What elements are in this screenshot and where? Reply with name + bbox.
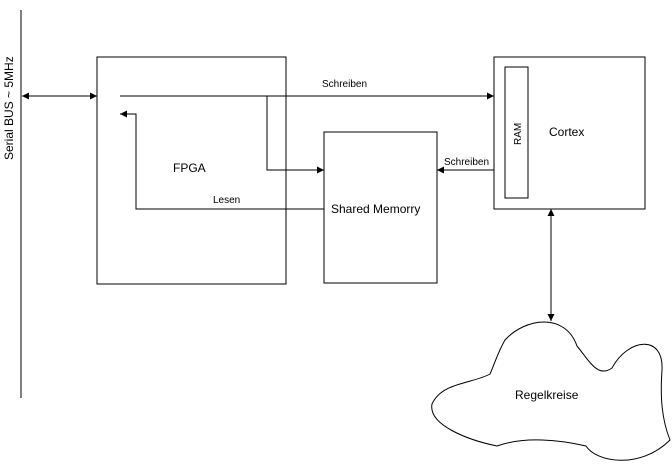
- shared-memory-block: [323, 131, 438, 284]
- ram-label: RAM: [513, 123, 524, 145]
- shared-memory-label: Shared Memorry: [331, 202, 420, 216]
- fpga-block: [96, 56, 287, 285]
- regelkreise-cloud: [431, 321, 671, 461]
- ram-block: [504, 66, 529, 199]
- cortex-label: Cortex: [549, 125, 584, 139]
- edge-label-schreiben-top: Schreiben: [322, 79, 367, 90]
- edge-label-lesen: Lesen: [213, 195, 240, 206]
- edge-label-schreiben-right: Schreiben: [444, 157, 489, 168]
- fpga-to-memory-arrow: [266, 96, 324, 174]
- serial-bus-label: Serial BUS ~ 5MHz: [2, 56, 16, 160]
- fpga-label: FPGA: [173, 161, 206, 175]
- regelkreise-label: Regelkreise: [515, 388, 579, 402]
- memory-to-fpga-arrow: [120, 110, 324, 210]
